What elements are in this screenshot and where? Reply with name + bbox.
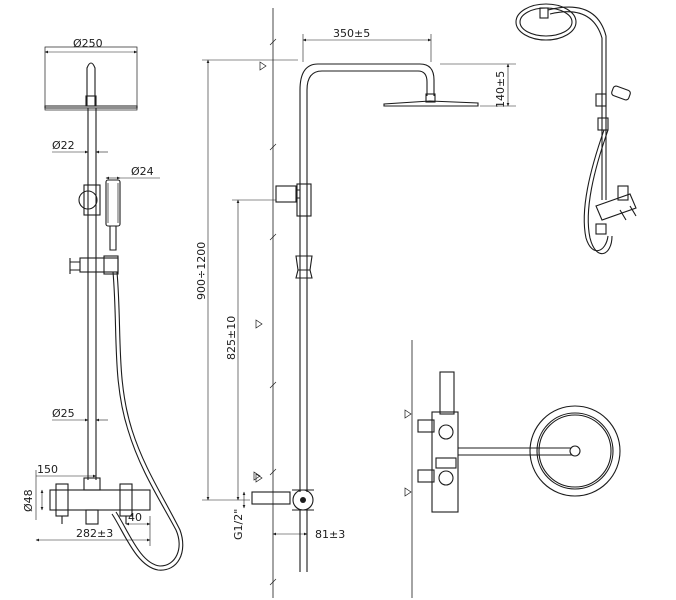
dim-arm-length: 350±5: [333, 27, 370, 40]
dim-head-diameter: Ø250: [73, 37, 103, 50]
dim-inlet-thread: G1/2": [232, 509, 245, 540]
top-view: [404, 340, 621, 598]
perspective-view: [515, 3, 637, 255]
plan-head-outer: [529, 405, 621, 497]
persp-hose: [583, 129, 609, 252]
dim-offset-40: 40: [128, 511, 142, 524]
shower-hose: [112, 271, 180, 567]
dim-head-drop: 140±5: [494, 71, 507, 108]
persp-head: [515, 3, 577, 41]
dim-handshower-diameter: Ø24: [131, 165, 154, 178]
dim-wall-offset: 81±3: [315, 528, 345, 541]
dim-total-height: 900÷1200: [195, 242, 208, 300]
persp-handshower: [611, 85, 631, 101]
shower-head: [44, 105, 138, 109]
dim-body-width: 282±3: [76, 527, 113, 540]
diverter-knob: [78, 190, 98, 210]
slider-holder: [79, 257, 119, 273]
dim-arm-diameter: Ø22: [52, 139, 75, 152]
shower-head-side: [383, 100, 479, 107]
hand-shower: [105, 179, 121, 227]
dim-offset-150: 150: [37, 463, 58, 476]
front-view: [35, 46, 184, 571]
thermostat-side: [251, 491, 291, 505]
side-view: [202, 8, 516, 598]
dim-body-diameter: Ø48: [22, 489, 35, 512]
dim-mount-height: 825±10: [225, 316, 238, 360]
persp-thermostat: [595, 193, 637, 221]
dim-column-diameter: Ø25: [52, 407, 75, 420]
side-slider: [295, 255, 313, 271]
plan-column: [439, 371, 455, 415]
shower-head-outline: [44, 46, 138, 111]
shower-arm: [299, 63, 435, 96]
wall-bracket: [275, 185, 297, 203]
thermostat-body: [49, 489, 151, 511]
